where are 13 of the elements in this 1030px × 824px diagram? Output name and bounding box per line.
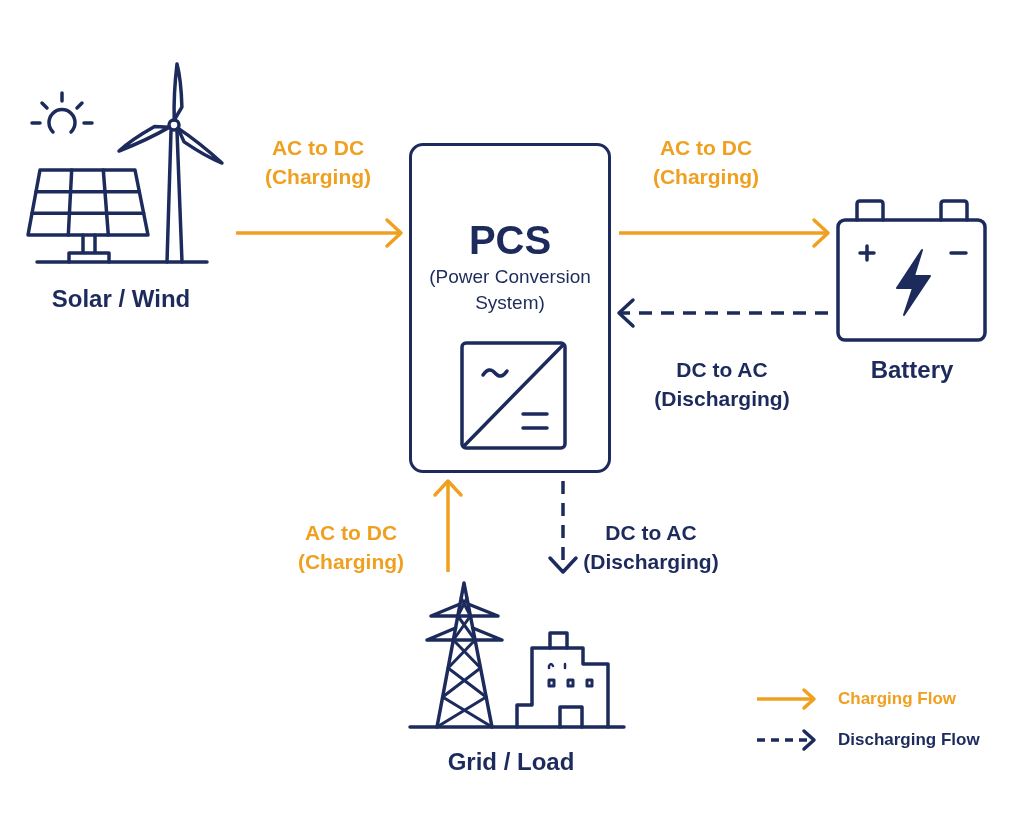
- box-title: PCS: [468, 217, 552, 263]
- node-label: Grid / Load: [447, 748, 575, 776]
- process-box: [409, 143, 611, 473]
- arrow: [236, 218, 403, 248]
- node-label: Solar / Wind: [51, 285, 191, 313]
- dashed-arrow: [617, 298, 828, 328]
- dashed-arrow: [548, 481, 578, 574]
- arrow: [619, 218, 830, 248]
- box-subtitle: (Power Conversion System): [428, 265, 592, 315]
- arrow: [433, 479, 463, 572]
- node-label: Battery: [870, 356, 954, 384]
- legend-label: Charging Flow: [838, 688, 957, 710]
- legend-label: Discharging Flow: [838, 729, 980, 751]
